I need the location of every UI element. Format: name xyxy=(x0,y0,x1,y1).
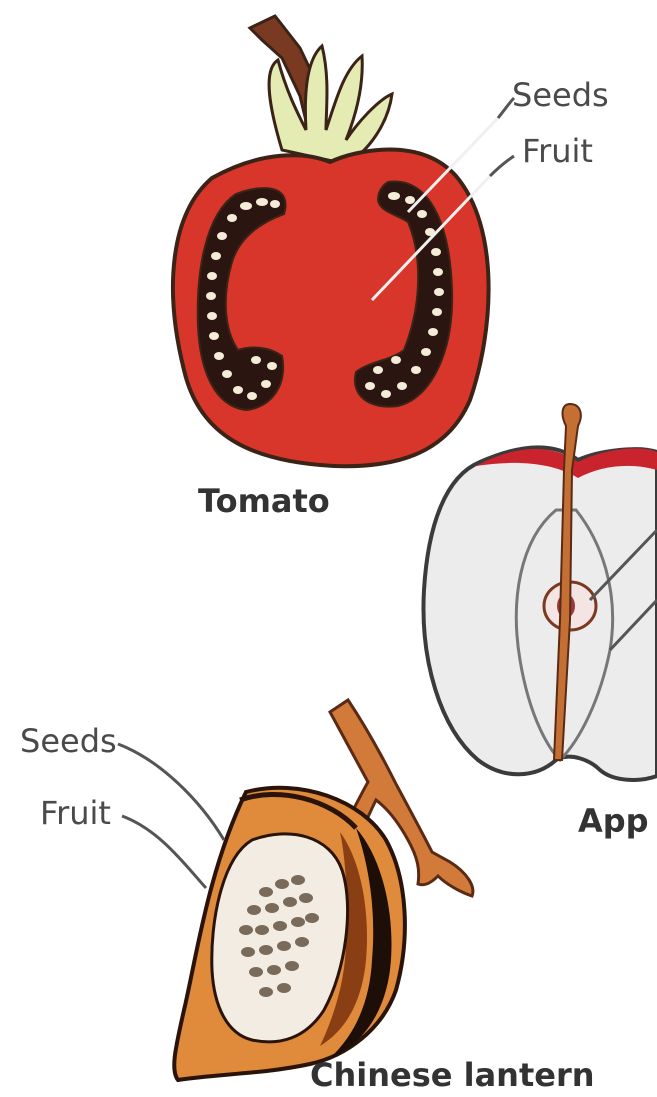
tomato-fruit-leader-outer xyxy=(490,156,514,176)
chinese-lantern-illustration xyxy=(118,700,473,1080)
tomato-fruit-label: Fruit xyxy=(522,132,593,170)
lantern-caption: Chinese lantern xyxy=(310,1056,595,1094)
apple-illustration xyxy=(423,404,657,780)
lantern-fruit-label: Fruit xyxy=(40,794,111,832)
apple-caption: App xyxy=(578,802,649,840)
lantern-fruit-leader xyxy=(122,816,206,888)
lantern-seeds-label: Seeds xyxy=(20,722,117,760)
lantern-seeds-leader xyxy=(118,744,224,840)
tomato-caption: Tomato xyxy=(198,482,330,520)
tomato-seeds-label: Seeds xyxy=(512,76,609,114)
tomato-illustration xyxy=(173,16,514,466)
